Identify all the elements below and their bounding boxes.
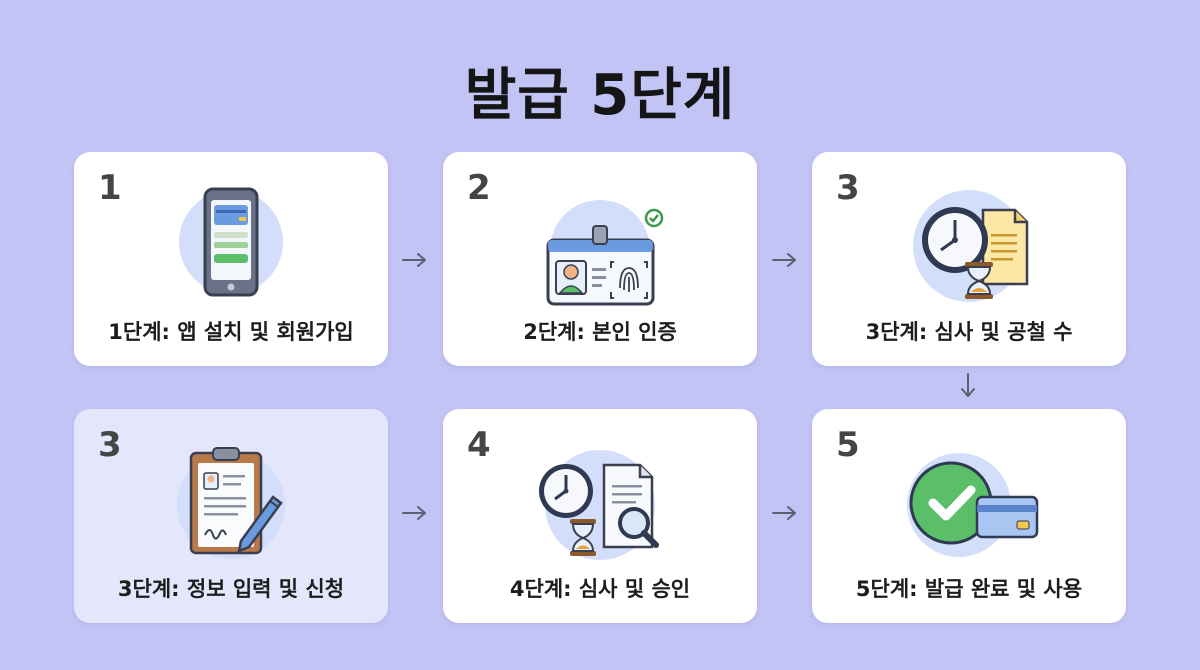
arrow-right-icon (772, 506, 796, 520)
checkmark-card-icon (907, 453, 1039, 557)
step-number: 5 (836, 425, 860, 465)
step-card-6: 5 5단계: 발급 완료 및 사용 (812, 409, 1126, 623)
step-card-2: 2 2단계: 본인 인증 (443, 152, 757, 366)
step-label: 2단계: 본인 인증 (523, 320, 677, 344)
arrow-right-icon (402, 253, 426, 267)
page-title: 발급 5단계 (464, 63, 736, 128)
clipboard-pen-icon (177, 447, 285, 559)
step-label: 3단계: 정보 입력 및 신청 (117, 577, 345, 601)
step-card-3: 3 3단계: 심사 및 공철 수 (812, 152, 1126, 366)
arrow-right-icon (402, 506, 426, 520)
step-card-1: 1 1단계: 앱 설치 및 회원가입 (74, 152, 388, 366)
step-label: 3단계: 심사 및 공철 수 (865, 320, 1073, 344)
step-label: 4단계: 심사 및 승인 (509, 577, 691, 601)
step-card-5: 4 4단계: 심사 및 승인 (443, 409, 757, 623)
smartphone-app-icon (179, 187, 283, 297)
step-card-4: 3 3단계: 정보 입력 및 신청 (74, 409, 388, 623)
step-number: 1 (98, 168, 122, 208)
step-label: 1단계: 앱 설치 및 회원가입 (108, 320, 354, 344)
id-card-fingerprint-icon (546, 200, 664, 306)
step-label: 5단계: 발급 완료 및 사용 (855, 577, 1083, 601)
step-number: 3 (98, 425, 122, 465)
step-number: 4 (467, 425, 491, 465)
arrow-down-icon (961, 373, 975, 397)
clock-hourglass-magnifier-icon (539, 450, 659, 560)
step-number: 2 (467, 168, 491, 208)
clock-hourglass-document-icon (913, 190, 1029, 302)
step-number: 3 (836, 168, 860, 208)
arrow-right-icon (772, 253, 796, 267)
